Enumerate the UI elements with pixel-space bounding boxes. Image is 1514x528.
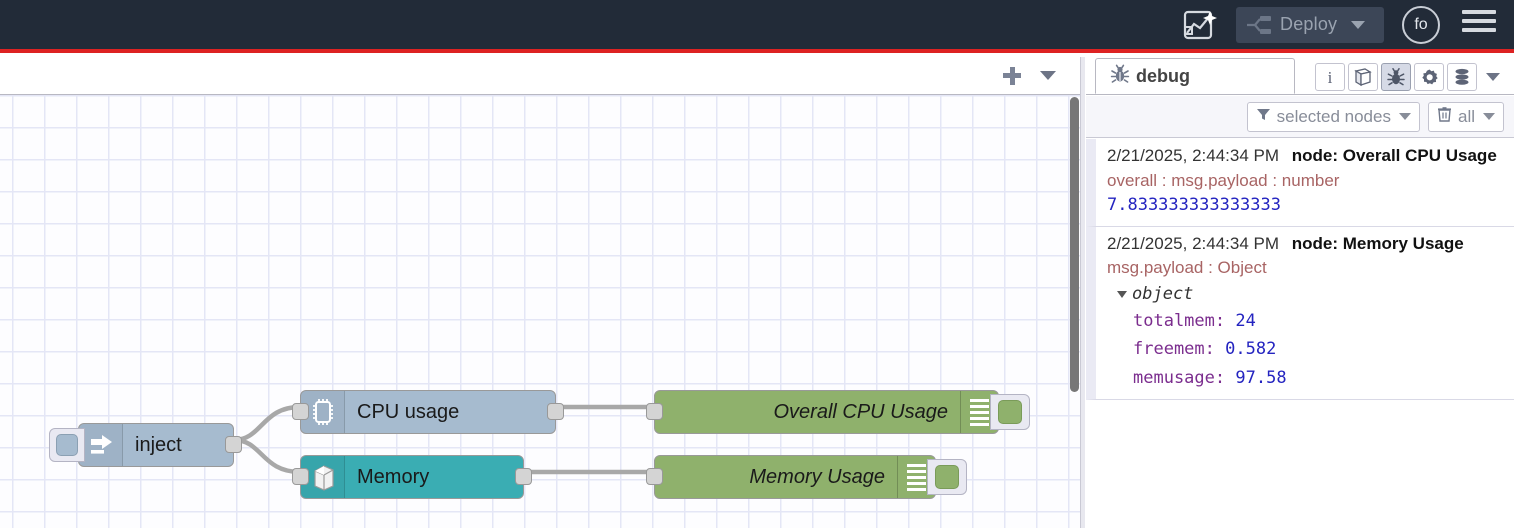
debug-clear-label: all xyxy=(1457,106,1475,126)
deploy-label: Deploy xyxy=(1280,14,1338,34)
flow-tab-bar xyxy=(0,57,1085,95)
property-key: memusage xyxy=(1133,367,1215,388)
input-port[interactable] xyxy=(292,468,309,485)
flow-sparkle-icon[interactable] xyxy=(1180,5,1220,45)
debug-filter-label: selected nodes xyxy=(1276,106,1391,126)
property-value: 24 xyxy=(1235,311,1256,332)
canvas-vertical-scrollbar[interactable] xyxy=(1070,97,1079,528)
trash-icon xyxy=(1437,106,1452,127)
node-label: CPU usage xyxy=(357,400,460,423)
debug-message-list[interactable]: 2/21/2025, 2:44:34 PM node: Overall CPU … xyxy=(1086,139,1514,528)
property-value: 97.58 xyxy=(1235,367,1287,388)
input-port[interactable] xyxy=(646,403,663,420)
node-label: Overall CPU Usage xyxy=(773,400,948,423)
debug-stripes-icon xyxy=(897,456,935,498)
output-port[interactable] xyxy=(547,403,564,420)
expand-caret-icon[interactable] xyxy=(1117,290,1127,298)
deploy-button[interactable]: Deploy xyxy=(1236,6,1384,43)
debug-toolbar: selected nodes all xyxy=(1086,96,1514,138)
debug-filter-button[interactable]: selected nodes xyxy=(1246,101,1420,132)
chevron-down-icon[interactable] xyxy=(1398,113,1411,120)
chevron-down-icon[interactable] xyxy=(1483,113,1495,120)
debug-enable-button[interactable] xyxy=(990,394,1030,430)
flow-canvas[interactable]: inject CPU usage xyxy=(0,95,1085,528)
debug-message-header: 2/21/2025, 2:44:34 PM node: Memory Usage xyxy=(1107,232,1508,257)
node-label: inject xyxy=(135,433,182,456)
scrollbar-thumb[interactable] xyxy=(1070,97,1079,392)
debug-bug-icon[interactable] xyxy=(1381,63,1411,91)
sidebar: debug i xyxy=(1086,57,1514,528)
node-inject[interactable]: inject xyxy=(49,423,242,467)
node-label: Memory Usage xyxy=(749,465,885,488)
workspace: inject CPU usage xyxy=(0,57,1085,528)
tab-debug[interactable]: debug xyxy=(1095,58,1295,94)
debug-payload-value: 7.833333333333333 xyxy=(1107,195,1281,216)
chevron-down-icon[interactable] xyxy=(1351,20,1366,29)
tab-label: debug xyxy=(1136,65,1190,86)
debug-source-node[interactable]: node: Memory Usage xyxy=(1291,233,1464,253)
node-label: Memory xyxy=(357,465,430,488)
debug-message[interactable]: 2/21/2025, 2:44:34 PM node: Overall CPU … xyxy=(1086,139,1514,227)
debug-object-property: freemem: 0.582 xyxy=(1133,339,1277,360)
sidebar-tab-bar: debug i xyxy=(1086,57,1514,95)
debug-enable-button[interactable] xyxy=(927,459,967,495)
debug-object-root[interactable]: object xyxy=(1107,281,1508,307)
config-gear-icon[interactable] xyxy=(1414,63,1444,91)
help-book-icon[interactable] xyxy=(1348,63,1378,91)
deploy-nodes-icon xyxy=(1246,15,1272,35)
node-debug-memory-usage[interactable]: Memory Usage xyxy=(646,455,967,499)
output-port[interactable] xyxy=(225,436,242,453)
avatar[interactable]: fo xyxy=(1402,5,1440,44)
debug-topic: overall : msg.payload : number xyxy=(1107,170,1340,190)
input-port[interactable] xyxy=(646,468,663,485)
sidebar-tab-icons: i xyxy=(1315,63,1514,91)
context-data-icon[interactable] xyxy=(1447,63,1477,91)
chevron-down-icon[interactable] xyxy=(1480,63,1506,91)
property-key: freemem xyxy=(1133,339,1205,360)
hamburger-menu-icon[interactable] xyxy=(1462,9,1496,40)
avatar-initials: fo xyxy=(1414,15,1428,33)
debug-stripes-icon xyxy=(960,391,998,433)
debug-timestamp: 2/21/2025, 2:44:34 PM xyxy=(1107,233,1280,253)
bug-icon xyxy=(1110,64,1130,89)
debug-object-property: totalmem: 24 xyxy=(1133,311,1256,332)
property-value: 0.582 xyxy=(1225,339,1277,360)
debug-topic: msg.payload : Object xyxy=(1107,258,1267,278)
debug-timestamp: 2/21/2025, 2:44:34 PM xyxy=(1107,146,1280,165)
svg-text:i: i xyxy=(1328,68,1333,87)
debug-message[interactable]: 2/21/2025, 2:44:34 PM node: Memory Usage… xyxy=(1086,226,1514,400)
input-port[interactable] xyxy=(292,403,309,420)
inject-arrow-icon xyxy=(79,424,123,466)
output-port[interactable] xyxy=(515,468,532,485)
node-debug-overall-cpu-usage[interactable]: Overall CPU Usage xyxy=(646,390,1030,434)
info-icon[interactable]: i xyxy=(1315,63,1345,91)
plus-icon[interactable] xyxy=(997,61,1027,91)
cpu-chip-icon xyxy=(301,391,345,433)
debug-source-node[interactable]: node: Overall CPU Usage xyxy=(1291,146,1497,165)
debug-object-label: object xyxy=(1132,284,1194,305)
debug-clear-button[interactable]: all xyxy=(1427,101,1504,132)
property-key: totalmem xyxy=(1133,311,1215,332)
chevron-down-icon[interactable] xyxy=(1033,61,1063,91)
debug-message-header: 2/21/2025, 2:44:34 PM node: Overall CPU … xyxy=(1107,144,1508,169)
node-cpu-usage[interactable]: CPU usage xyxy=(292,390,564,434)
panel-divider[interactable] xyxy=(1080,57,1085,528)
inject-trigger-button[interactable] xyxy=(49,428,85,462)
app-header: Deploy fo xyxy=(0,0,1514,53)
filter-funnel-icon xyxy=(1256,107,1271,127)
debug-object-property: memusage: 97.58 xyxy=(1133,367,1287,388)
node-memory[interactable]: Memory xyxy=(292,455,532,499)
